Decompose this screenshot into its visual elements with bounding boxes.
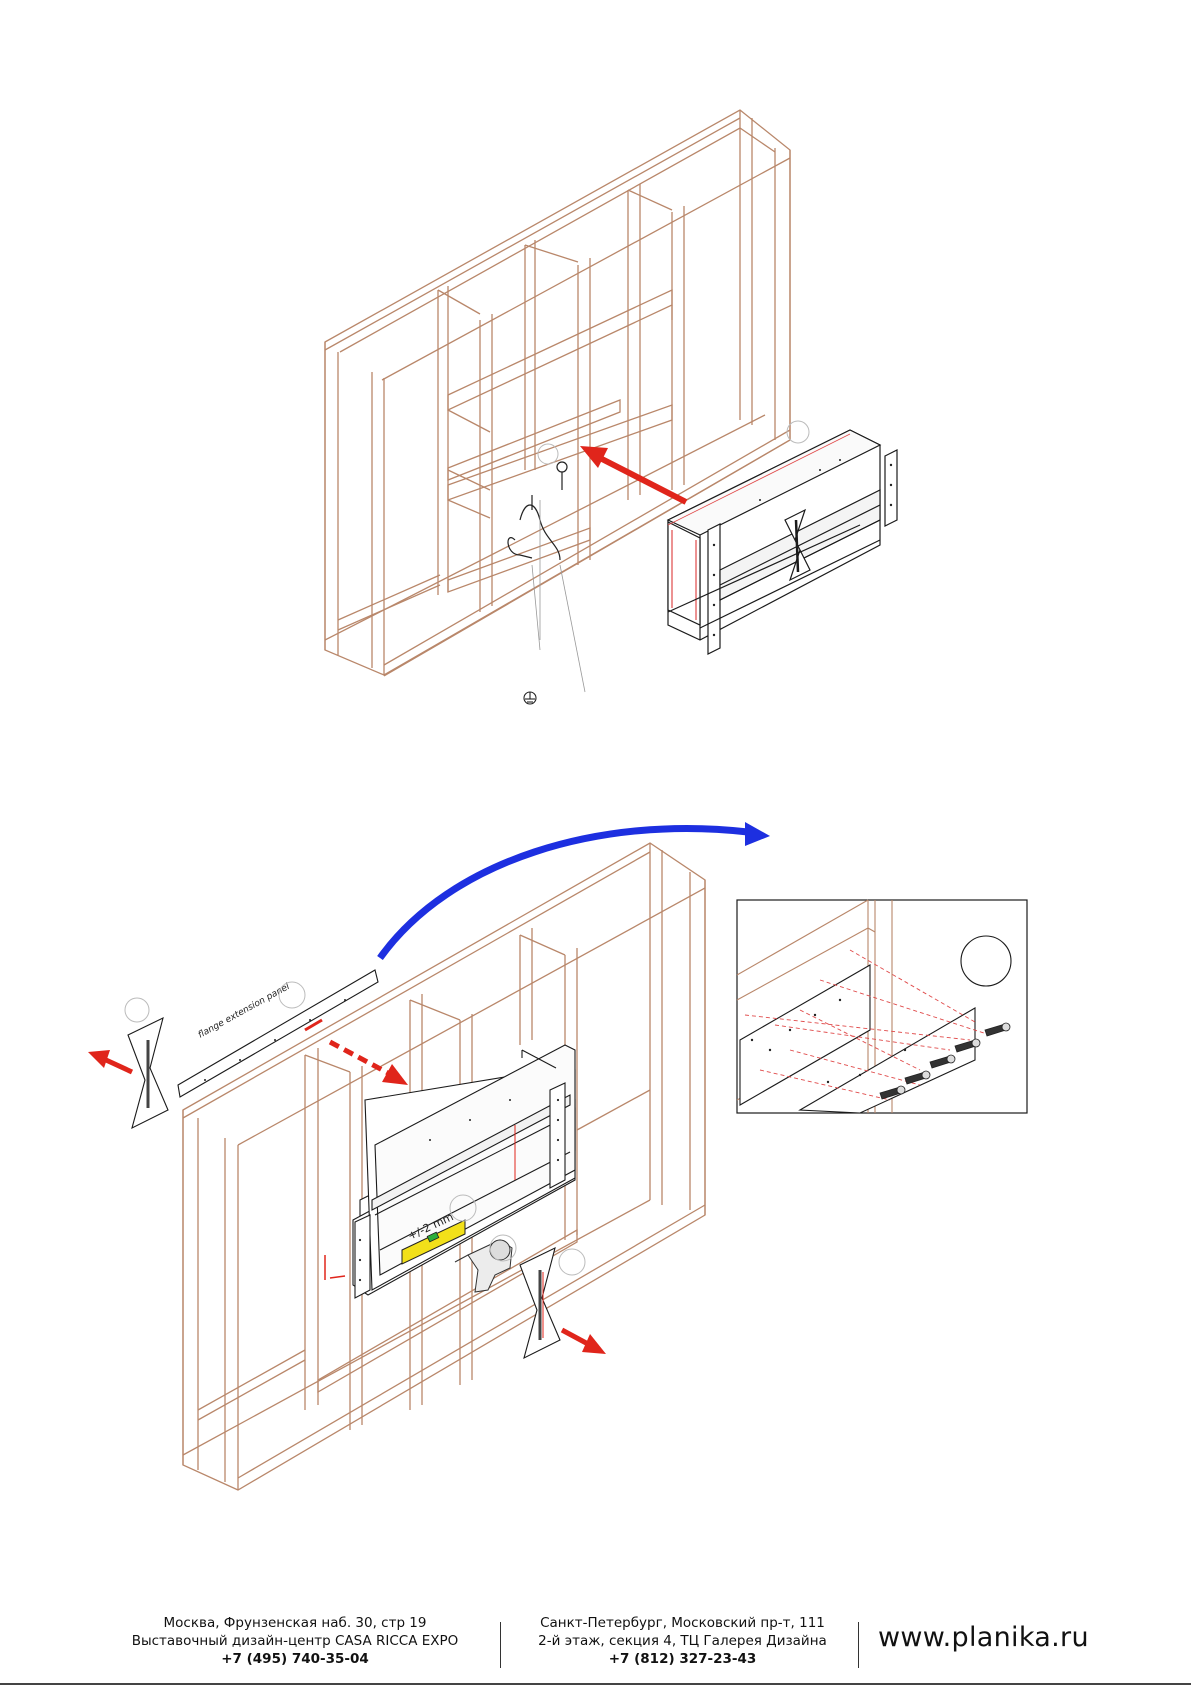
- assembly-illustration: flange extension panel: [0, 0, 1191, 1600]
- spb-contact: Санкт-Петербург, Московский пр-т, 111 2-…: [510, 1614, 855, 1668]
- blue-curved-arrow-icon: [380, 822, 770, 958]
- bowtie-bracket-left: [128, 1018, 168, 1128]
- flange-extension-panel: flange extension panel: [178, 970, 378, 1097]
- red-arrow-icon: [562, 1330, 606, 1354]
- callout-circle: [538, 444, 558, 464]
- diagram-top: [325, 110, 897, 704]
- callout-circle: [125, 998, 149, 1022]
- red-frame-marks: [325, 1255, 345, 1280]
- moscow-address: Москва, Фрунзенская наб. 30, стр 19: [95, 1614, 495, 1632]
- website-link[interactable]: www.planika.ru: [878, 1622, 1089, 1653]
- ground-symbol-icon: [524, 692, 536, 704]
- red-arrow-icon: [88, 1050, 132, 1072]
- electrical-wires: [508, 462, 567, 560]
- moscow-contact: Москва, Фрунзенская наб. 30, стр 19 Выст…: [95, 1614, 495, 1668]
- footer-divider: [500, 1622, 501, 1668]
- callout-circle: [559, 1249, 585, 1275]
- spb-venue: 2-й этаж, секция 4, ТЦ Галерея Дизайна: [510, 1632, 855, 1650]
- moscow-venue: Выставочный дизайн-центр CASA RICCA EXPO: [95, 1632, 495, 1650]
- spb-address: Санкт-Петербург, Московский пр-т, 111: [510, 1614, 855, 1632]
- diagram-bottom: flange extension panel: [88, 822, 1027, 1490]
- moscow-phone[interactable]: +7 (495) 740-35-04: [95, 1650, 495, 1668]
- wire-leader-lines: [532, 500, 585, 692]
- callout-circle: [961, 936, 1011, 986]
- contact-footer: Москва, Фрунзенская наб. 30, стр 19 Выст…: [0, 1610, 1191, 1685]
- fireplace-firebox: [668, 430, 897, 654]
- footer-divider: [858, 1622, 859, 1668]
- red-arrow-icon: [580, 446, 686, 502]
- spb-phone[interactable]: +7 (812) 327-23-43: [510, 1650, 855, 1668]
- red-arrow-icon: [330, 1042, 408, 1085]
- bowtie-bracket-right: [520, 1248, 560, 1358]
- detail-inset: [737, 900, 1027, 1113]
